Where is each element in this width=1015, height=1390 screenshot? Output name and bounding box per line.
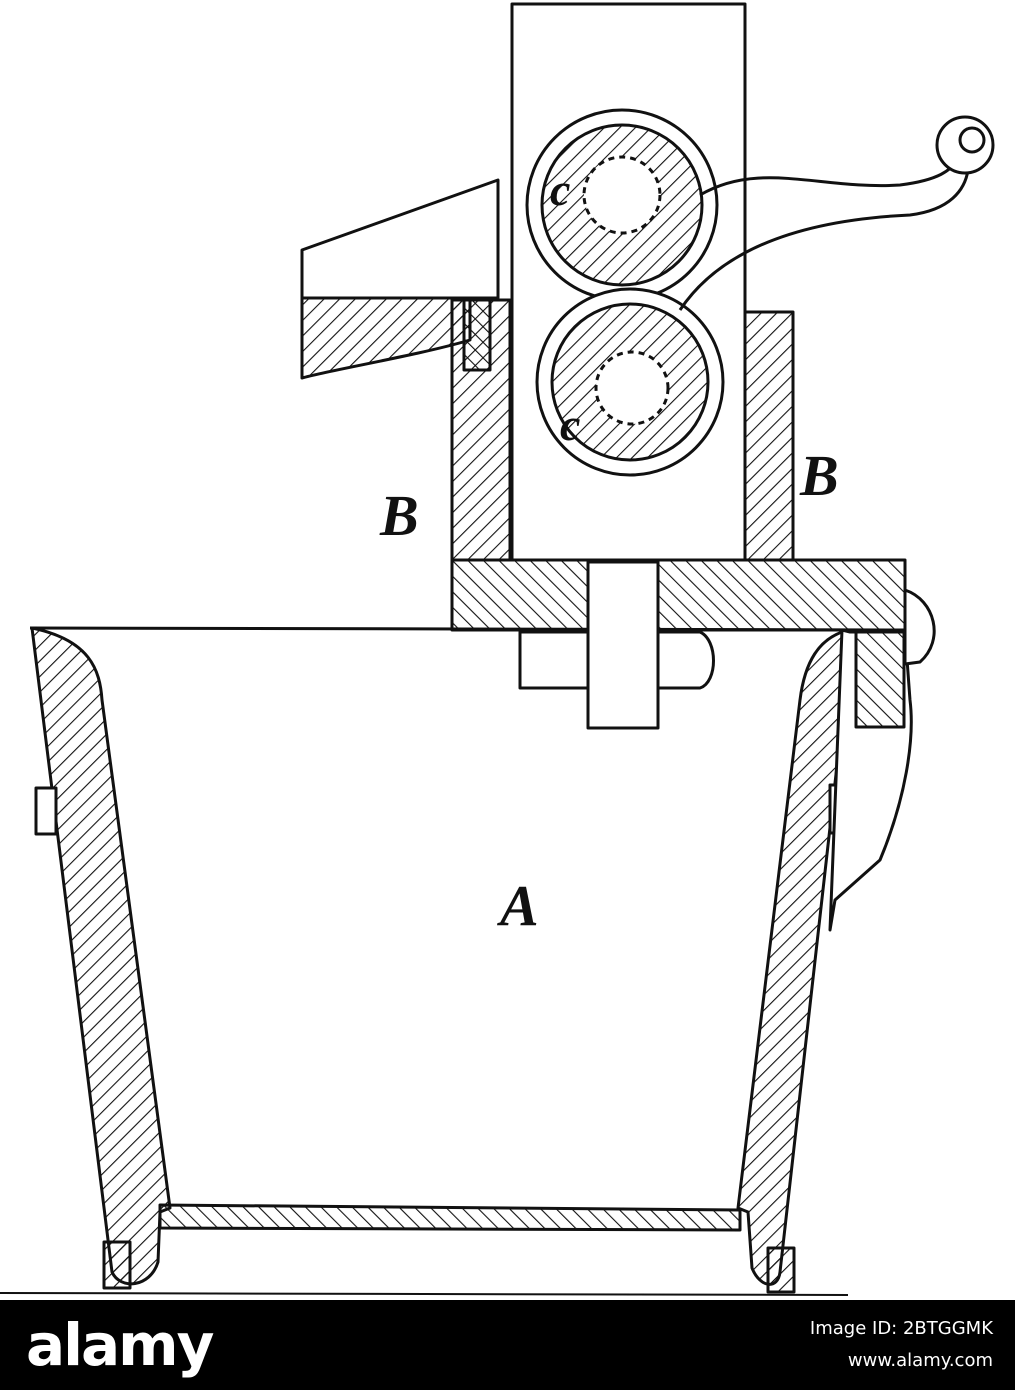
- label-b-left: B: [379, 483, 419, 548]
- crank-knob-highlight: [958, 126, 986, 154]
- left-lug: [34, 786, 58, 836]
- base-plate: [450, 558, 907, 632]
- image-id: Image ID: 2BTGGMK: [809, 1318, 993, 1339]
- center-peg: [586, 560, 660, 730]
- machine-diagram: A B B c c: [0, 2, 995, 1296]
- feed-hopper-lip: [300, 296, 472, 380]
- crank-arm: [699, 159, 960, 197]
- label-c-upper: c: [550, 164, 570, 215]
- peg-flange: [518, 630, 715, 690]
- brand-logo: alamy: [26, 1311, 214, 1379]
- tub-right-wall: [736, 630, 854, 1286]
- hinge-block: [854, 630, 906, 729]
- crank-arm-lower: [678, 169, 970, 311]
- support-right: [743, 310, 795, 562]
- ground-line: [0, 1292, 849, 1296]
- tub-bottom: [158, 1203, 742, 1232]
- tub-left-wall: [30, 626, 172, 1286]
- label-c-lower: c: [560, 399, 580, 450]
- right-foot: [766, 1246, 796, 1294]
- left-foot: [102, 1240, 132, 1290]
- hinge-knob: [903, 588, 936, 666]
- hopper-bolt: [462, 298, 492, 372]
- watermark-footer: alamy Image ID: 2BTGGMK www.alamy.com: [0, 1300, 1015, 1390]
- lower-roller-axle: [594, 350, 670, 426]
- feed-hopper-top: [300, 178, 500, 300]
- label-a: A: [497, 873, 539, 938]
- site-url: www.alamy.com: [847, 1350, 993, 1371]
- upper-roller-axle: [582, 155, 662, 235]
- label-b-right: B: [799, 443, 839, 508]
